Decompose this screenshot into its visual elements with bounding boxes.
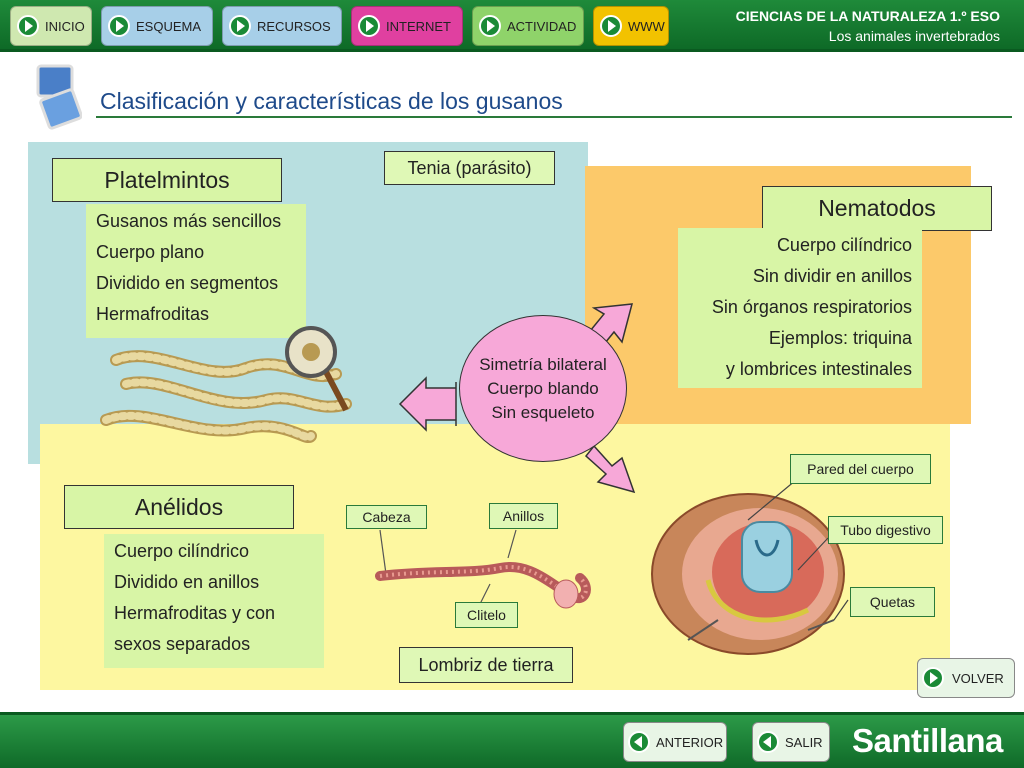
play-icon: [229, 15, 251, 37]
anelidos-heading: Anélidos: [64, 485, 294, 529]
play-icon: [358, 15, 380, 37]
trait-line: Simetría bilateral: [479, 354, 607, 374]
nav-www-button[interactable]: WWW: [593, 6, 669, 46]
nematodos-list: Cuerpo cilíndrico Sin dividir en anillos…: [678, 228, 922, 388]
subject-title: CIENCIAS DE LA NATURALEZA 1.º ESO: [735, 8, 1000, 24]
nav-esquema-button[interactable]: ESQUEMA: [101, 6, 213, 46]
earthworm-label: Lombriz de tierra: [399, 647, 573, 683]
list-item: y lombrices intestinales: [725, 359, 912, 379]
trait-line: Cuerpo blando: [487, 378, 599, 398]
arrows-graphic: [396, 296, 666, 496]
list-item: Ejemplos: triquina: [768, 328, 912, 348]
nav-label: WWW: [628, 18, 665, 34]
body-wall-label: Pared del cuerpo: [790, 454, 931, 484]
back-arrow-icon: [628, 731, 650, 753]
setae-label: Quetas: [850, 587, 935, 617]
nav-label: ESQUEMA: [136, 18, 202, 34]
topic-subtitle: Los animales invertebrados: [828, 28, 1000, 44]
back-label: VOLVER: [952, 670, 1004, 686]
tapeworm-image: [96, 324, 356, 454]
nav-label: INICIO: [45, 18, 85, 34]
back-button[interactable]: VOLVER: [917, 658, 1015, 698]
nav-internet-button[interactable]: INTERNET: [351, 6, 463, 46]
list-item: Hermafroditas y con: [114, 603, 276, 623]
screens-icon: [34, 64, 83, 134]
list-item: Cuerpo cilíndrico: [776, 235, 912, 255]
list-item: Sin dividir en anillos: [752, 266, 912, 286]
earthworm-image: [340, 500, 600, 630]
list-item: Cuerpo plano: [96, 242, 205, 262]
play-icon: [17, 15, 39, 37]
nav-inicio-button[interactable]: INICIO: [10, 6, 92, 46]
bottom-bar: [0, 712, 1024, 768]
play-icon: [479, 15, 501, 37]
common-traits-circle: Simetría bilateral Cuerpo blando Sin esq…: [459, 315, 627, 462]
exit-label: SALIR: [785, 734, 823, 750]
nav-actividad-button[interactable]: ACTIVIDAD: [472, 6, 584, 46]
previous-label: ANTERIOR: [656, 734, 724, 750]
previous-button[interactable]: ANTERIOR: [623, 722, 727, 762]
play-icon: [600, 15, 622, 37]
anelidos-list: Cuerpo cilíndrico Dividido en anillos He…: [104, 534, 324, 668]
trait-line: Sin esqueleto: [491, 402, 595, 422]
clitellum-label: Clitelo: [455, 602, 518, 628]
play-icon: [922, 667, 944, 689]
rings-label: Anillos: [489, 503, 558, 529]
list-item: Sin órganos respiratorios: [711, 297, 912, 317]
nav-label: ACTIVIDAD: [507, 18, 577, 34]
list-item: Cuerpo cilíndrico: [114, 541, 250, 561]
nav-recursos-button[interactable]: RECURSOS: [222, 6, 342, 46]
play-icon: [108, 15, 130, 37]
list-item: sexos separados: [114, 634, 251, 654]
title-divider: [96, 116, 1012, 118]
exit-button[interactable]: SALIR: [752, 722, 830, 762]
list-item: Dividido en segmentos: [96, 273, 279, 293]
nematodos-heading: Nematodos: [762, 186, 992, 231]
back-arrow-icon: [757, 731, 779, 753]
platelmintos-heading: Platelmintos: [52, 158, 282, 202]
page-title: Clasificación y características de los g…: [100, 88, 563, 114]
nav-label: INTERNET: [386, 18, 451, 34]
list-item: Hermafroditas: [96, 304, 210, 324]
brand-logo: Santillana: [852, 722, 1003, 759]
head-label: Cabeza: [346, 505, 427, 529]
list-item: Gusanos más sencillos: [96, 211, 282, 231]
cross-section-image: [648, 479, 868, 660]
tenia-label: Tenia (parásito): [384, 151, 555, 185]
platelmintos-list: Gusanos más sencillos Cuerpo plano Divid…: [86, 204, 306, 338]
list-item: Dividido en anillos: [114, 572, 260, 592]
nav-label: RECURSOS: [257, 18, 331, 34]
digestive-tube-label: Tubo digestivo: [828, 516, 943, 544]
